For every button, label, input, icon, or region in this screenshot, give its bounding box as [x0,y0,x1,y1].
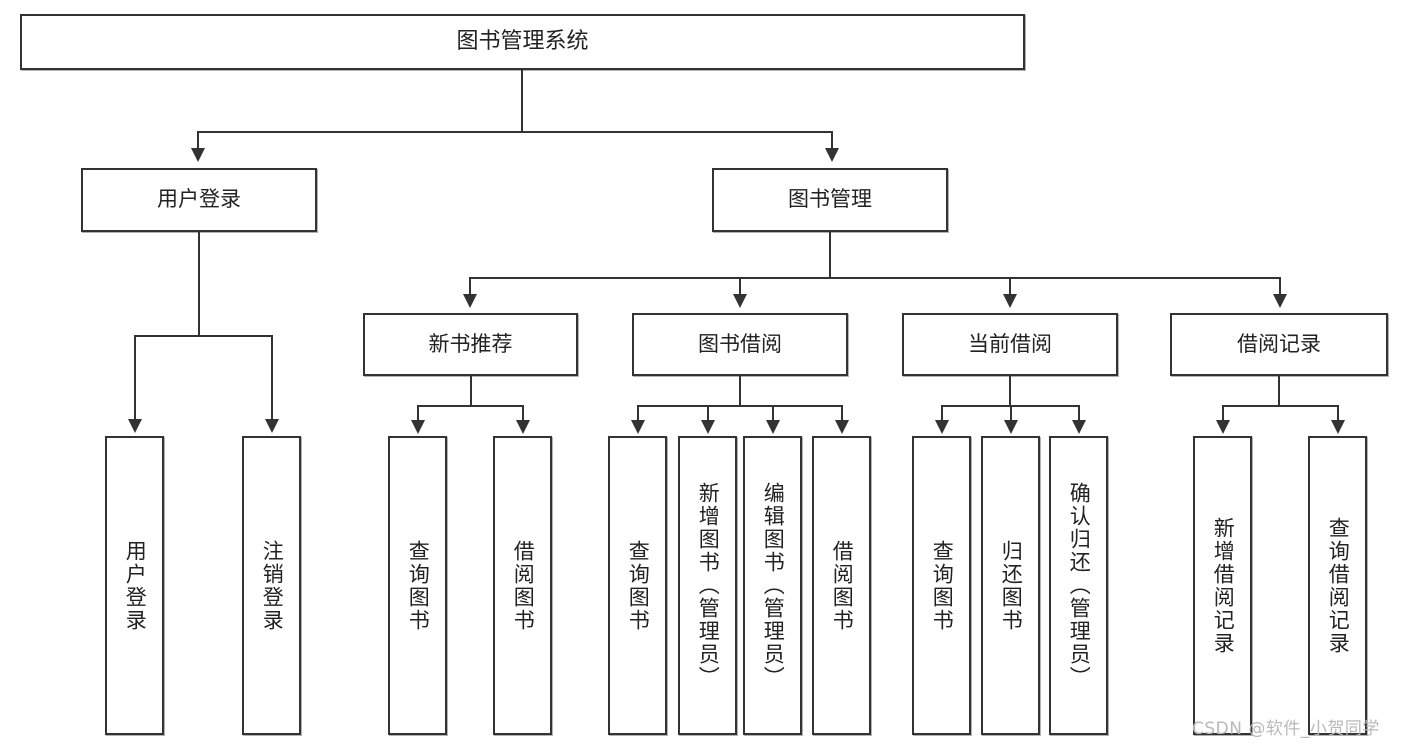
connector-user-login-drop-1 [134,335,136,421]
connector-user-login-bus [134,335,272,337]
leaf-query-book-borrow[interactable]: 查询图书 [608,436,667,735]
arrow-to-leaf-return-book [1004,420,1018,434]
leaf-label: 查询图书 [930,539,955,632]
node-borrow-record[interactable]: 借阅记录 [1170,313,1388,376]
leaf-label: 编辑图书（管理员） [761,482,786,689]
connector-new-book-stem [470,376,472,406]
node-new-book-recommend[interactable]: 新书推荐 [363,313,578,376]
connector-new-book-drop-2 [522,405,524,422]
node-current-borrow[interactable]: 当前借阅 [902,313,1118,376]
arrow-to-leaf-query-borrow-record [1331,420,1345,434]
leaf-label: 查询图书 [626,539,651,632]
csdn-watermark: CSDN @软件_小贺同学 [1192,719,1380,739]
connector-book-management-stem [829,232,831,278]
connector-book-borrow-drop-3 [772,405,774,422]
node-book-management[interactable]: 图书管理 [712,168,948,232]
node-label: 图书管理系统 [456,28,589,54]
node-label: 图书管理 [788,187,872,212]
connector-level3-drop-2 [739,277,741,296]
node-label: 当前借阅 [968,331,1052,356]
arrow-to-leaf-logout [265,419,279,433]
leaf-label: 借阅图书 [511,539,536,632]
connector-user-login-drop-2 [271,335,273,421]
arrow-to-leaf-query-book-3 [935,420,949,434]
connector-current-borrow-drop-3 [1078,405,1080,422]
connector-user-login-stem [198,232,200,336]
node-label: 图书借阅 [698,331,782,356]
leaf-label: 用户登录 [123,539,148,632]
leaf-return-book[interactable]: 归还图书 [981,436,1040,735]
leaf-label: 确认归还（管理员） [1067,482,1092,689]
leaf-label: 新增借阅记录 [1211,516,1236,655]
connector-book-borrow-drop-1 [637,405,639,422]
leaf-label: 归还图书 [999,539,1024,632]
leaf-logout[interactable]: 注销登录 [242,436,301,735]
arrow-to-leaf-query-book-1 [411,420,425,434]
arrow-to-leaf-edit-book [766,420,780,434]
leaf-confirm-return-admin[interactable]: 确认归还（管理员） [1049,436,1108,735]
arrow-to-book-borrow [733,294,747,308]
node-label: 新书推荐 [428,331,513,356]
node-label: 用户登录 [157,187,241,212]
leaf-label: 查询图书 [406,539,431,632]
arrow-to-leaf-add-book [701,420,715,434]
leaf-query-book-current[interactable]: 查询图书 [912,436,971,735]
connector-book-borrow-drop-4 [841,405,843,422]
arrow-to-leaf-confirm-return [1072,420,1086,434]
connector-book-borrow-bus [637,405,842,407]
arrow-to-new-book-recommend [463,294,477,308]
leaf-label: 借阅图书 [830,539,855,632]
connector-current-borrow-stem [1009,376,1011,406]
leaf-label: 查询借阅记录 [1326,516,1351,655]
connector-level2-bus [197,131,833,133]
connector-level3-drop-3 [1009,277,1011,296]
arrow-to-leaf-query-book-2 [631,420,645,434]
connector-level3-bus [469,277,1280,279]
leaf-borrow-book[interactable]: 借阅图书 [812,436,871,735]
node-label: 借阅记录 [1237,331,1321,356]
connector-borrow-record-drop-1 [1222,405,1224,422]
connector-current-borrow-drop-2 [1010,405,1012,422]
node-user-login[interactable]: 用户登录 [81,168,317,232]
arrow-to-borrow-record [1273,294,1287,308]
leaf-borrow-book-recommend[interactable]: 借阅图书 [493,436,552,735]
connector-current-borrow-drop-1 [941,405,943,422]
connector-borrow-record-stem [1278,376,1280,406]
leaf-query-book-recommend[interactable]: 查询图书 [388,436,447,735]
node-book-borrow[interactable]: 图书借阅 [632,313,848,376]
connector-level2-drop-left [197,131,199,150]
arrow-to-user-login [191,148,205,162]
leaf-query-borrow-record[interactable]: 查询借阅记录 [1308,436,1367,735]
node-root-book-management-system[interactable]: 图书管理系统 [20,14,1025,70]
arrow-to-current-borrow [1003,294,1017,308]
arrow-to-leaf-borrow-book-2 [835,420,849,434]
leaf-edit-book-admin[interactable]: 编辑图书（管理员） [743,436,802,735]
connector-book-borrow-drop-2 [707,405,709,422]
arrow-to-leaf-borrow-book-1 [516,420,530,434]
leaf-label: 注销登录 [260,539,285,632]
leaf-label: 新增图书（管理员） [696,482,721,689]
leaf-add-book-admin[interactable]: 新增图书（管理员） [678,436,737,735]
connector-new-book-drop-1 [417,405,419,422]
connector-borrow-record-bus [1222,405,1338,407]
leaf-user-login[interactable]: 用户登录 [105,436,164,735]
connector-book-borrow-stem [739,376,741,406]
arrow-to-book-management [825,148,839,162]
connector-borrow-record-drop-2 [1337,405,1339,422]
connector-root-stem [521,70,523,132]
arrow-to-leaf-user-login [128,419,142,433]
connector-level3-drop-1 [469,277,471,296]
connector-level2-drop-right [831,131,833,150]
connector-new-book-bus [417,405,523,407]
leaf-add-borrow-record[interactable]: 新增借阅记录 [1193,436,1252,735]
arrow-to-leaf-add-borrow-record [1216,420,1230,434]
connector-level3-drop-4 [1279,277,1281,296]
